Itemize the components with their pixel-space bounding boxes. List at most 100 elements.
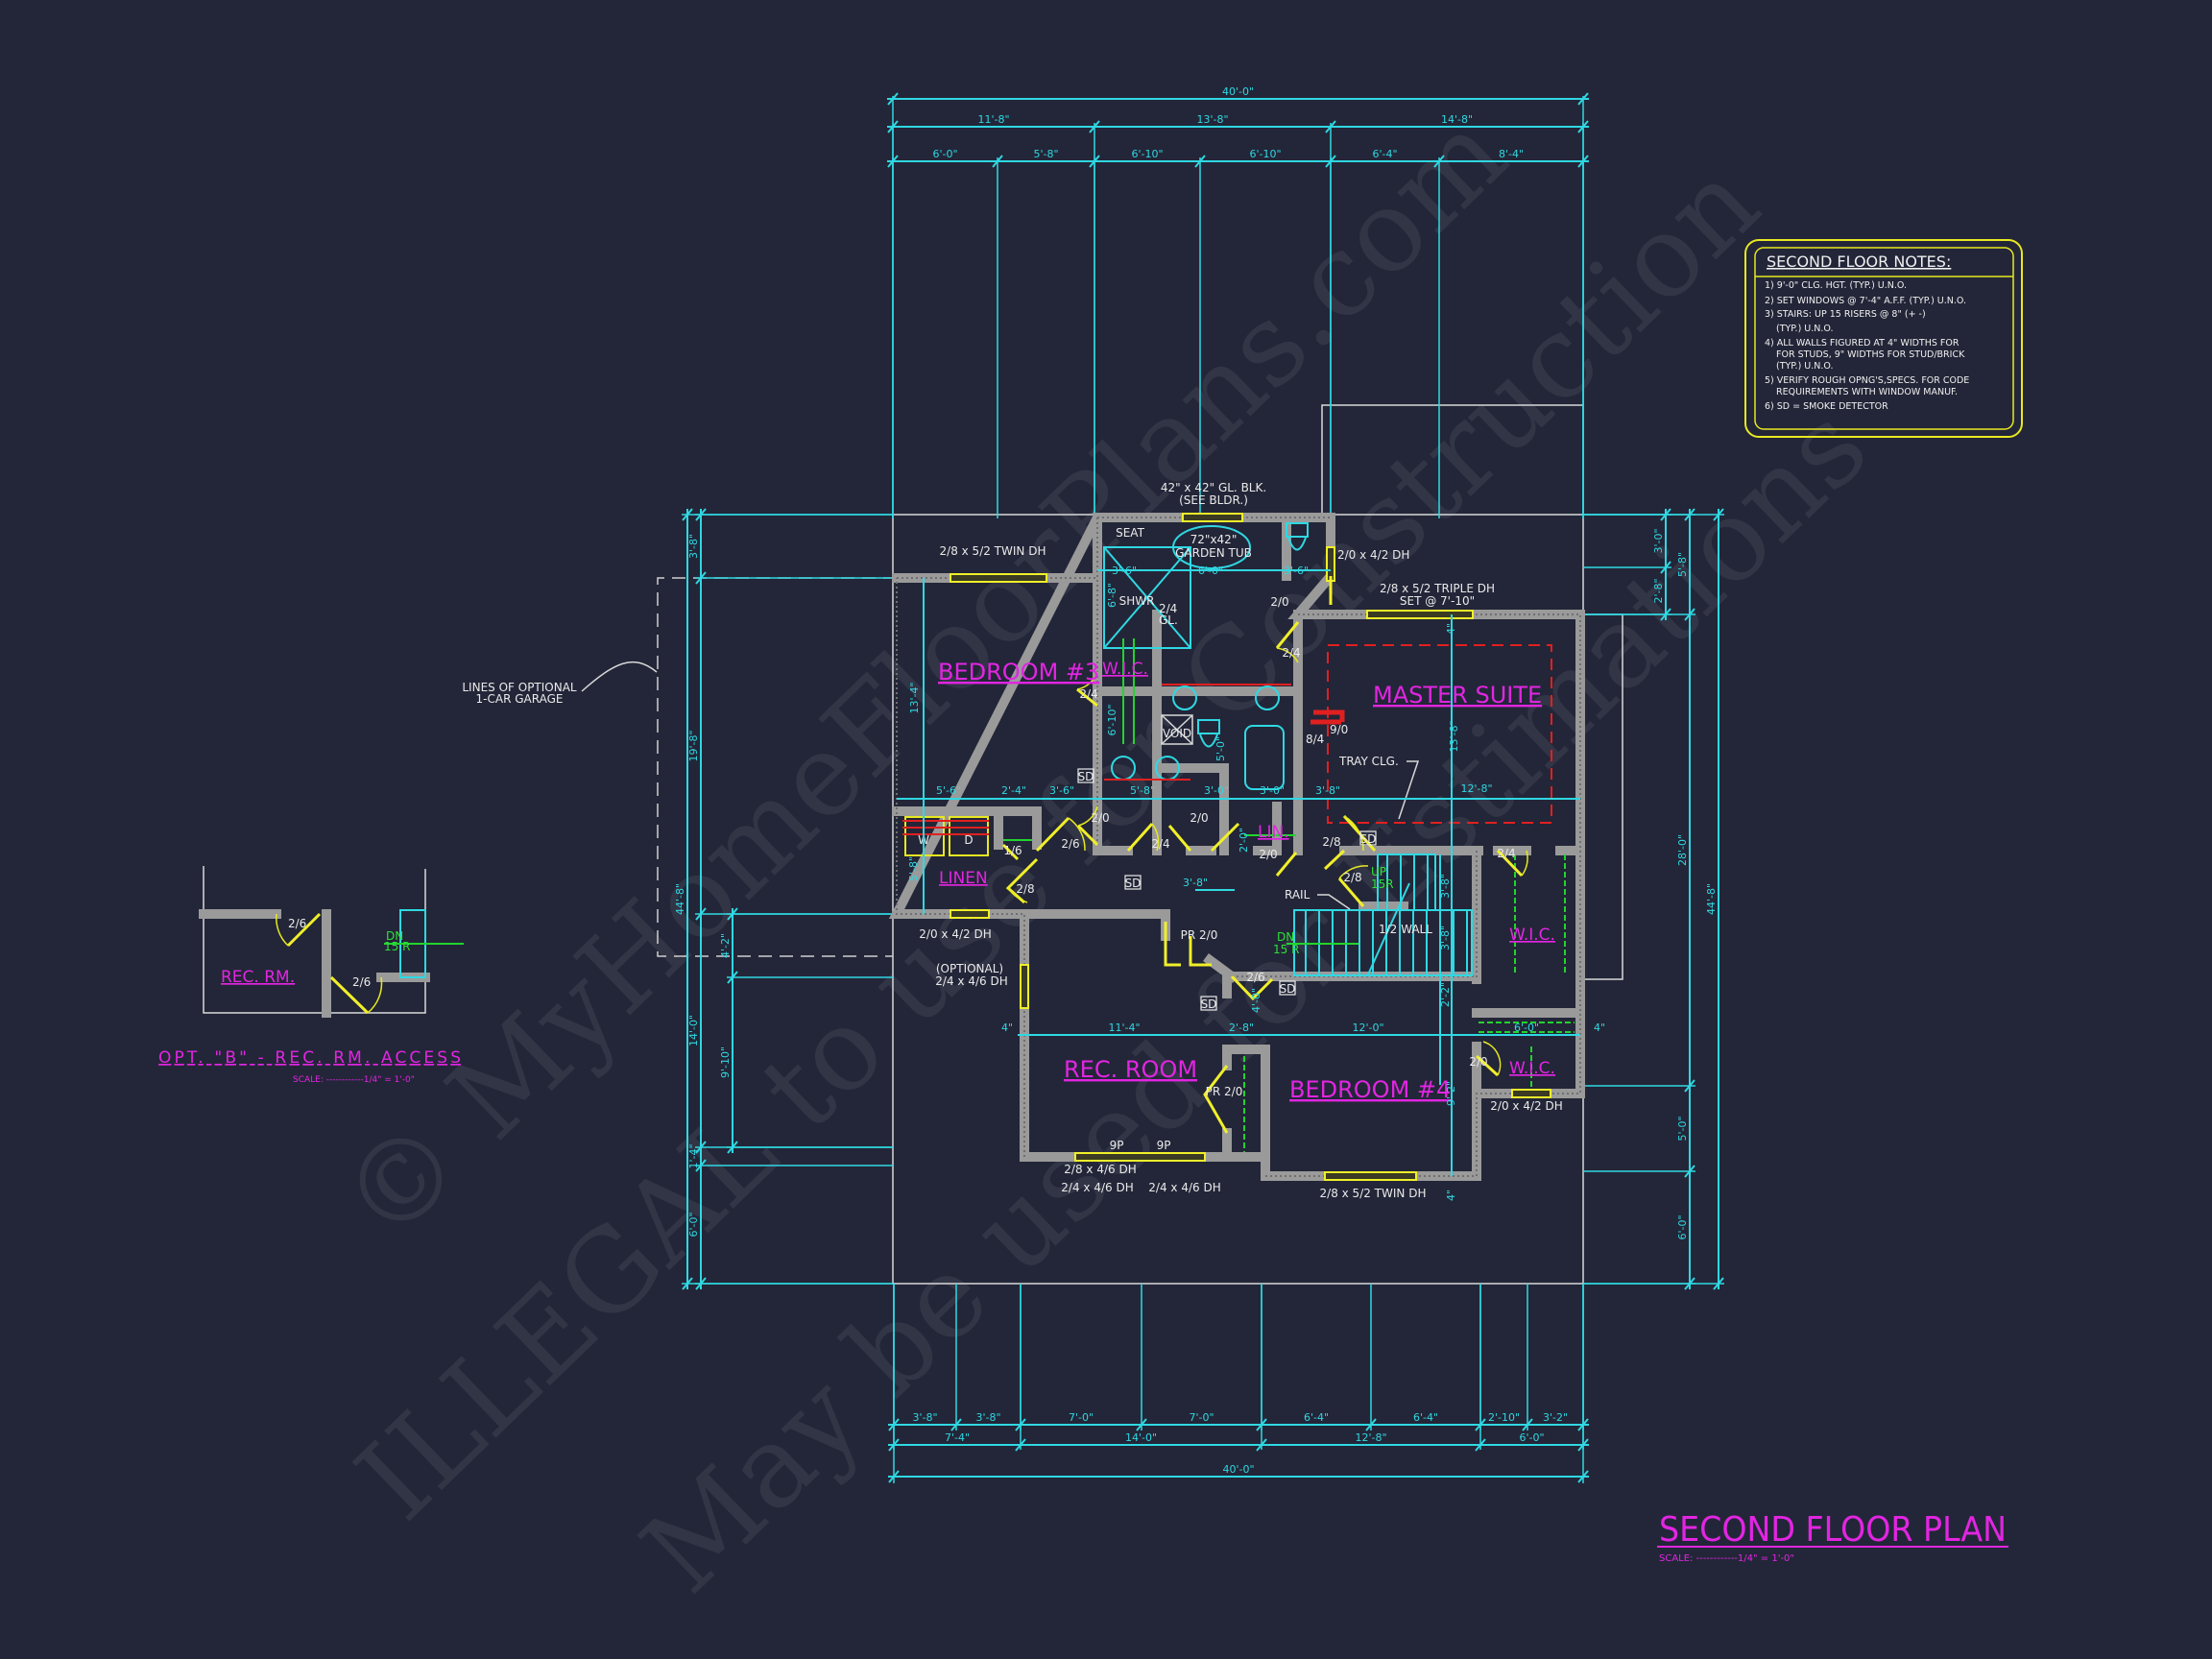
dimension-label: 7'-0" — [1069, 1411, 1094, 1424]
svg-text:2/6: 2/6 — [1246, 971, 1264, 984]
svg-text:SET @ 7'-10": SET @ 7'-10" — [1400, 594, 1475, 608]
svg-text:2/8: 2/8 — [1322, 835, 1340, 849]
svg-text:SD: SD — [1201, 998, 1217, 1011]
second-floor-notes: SECOND FLOOR NOTES: 1) 9'-0" CLG. HGT. (… — [1744, 239, 2023, 438]
plan-title: SECOND FLOOR PLAN — [1659, 1510, 2007, 1550]
svg-text:2/8: 2/8 — [1343, 871, 1361, 884]
dimension-label: 6'-10" — [1131, 148, 1163, 160]
dimension-label: 14'-8" — [1441, 113, 1473, 126]
dimension-label: 13'-8" — [1196, 113, 1228, 126]
dimension-label: 5'-8" — [1676, 552, 1689, 577]
dimension-label: 9'-10" — [719, 1046, 732, 1078]
window-hall[interactable] — [950, 909, 990, 919]
svg-text:DN: DN — [1277, 930, 1294, 944]
dimension-label: 14'-0" — [687, 1015, 700, 1046]
optional-garage-outline — [581, 577, 897, 957]
svg-text:4": 4" — [1594, 1022, 1605, 1034]
room-labels: BEDROOM #3 W.I.C. MASTER SUITE LINEN LIN… — [938, 659, 1555, 1103]
svg-text:3'-8": 3'-8" — [1439, 926, 1452, 950]
dimension-label: 6'-4" — [1304, 1411, 1329, 1424]
svg-text:13'-8": 13'-8" — [1448, 720, 1460, 752]
room-wic-3: W.I.C. — [1509, 1059, 1555, 1078]
room-master-suite: MASTER SUITE — [1373, 682, 1542, 709]
dimension-label: 28'-0" — [1676, 834, 1689, 866]
svg-text:3'-8": 3'-8" — [1315, 784, 1340, 797]
option-b-title: OPT. "B" - REC. RM. ACCESS — [158, 1048, 461, 1068]
svg-text:9P: 9P — [1157, 1139, 1171, 1152]
dimension-label: 3'-8" — [912, 1411, 937, 1424]
svg-text:12'-8": 12'-8" — [1460, 782, 1492, 795]
window-rec-room[interactable] — [1074, 1152, 1206, 1162]
svg-text:6'-0": 6'-0" — [1514, 1022, 1539, 1034]
svg-text:2/4 x 4/6 DH: 2/4 x 4/6 DH — [935, 974, 1007, 988]
smoke-detectors: SD SD SD SD SD — [1077, 768, 1377, 1011]
room-lin: LIN. — [1258, 823, 1289, 842]
plan-scale: SCALE: ------------1/4" = 1'-0" — [1659, 1553, 1794, 1564]
window-optional[interactable] — [1020, 964, 1029, 1009]
window-wic[interactable] — [1511, 1089, 1551, 1098]
dimension-label: 7'-4" — [945, 1431, 970, 1444]
svg-text:2'-4": 2'-4" — [1001, 784, 1026, 797]
svg-text:1-CAR GARAGE: 1-CAR GARAGE — [476, 692, 564, 706]
dimension-label: 6'-0" — [1676, 1214, 1689, 1239]
svg-text:42" x 42" GL. BLK.: 42" x 42" GL. BLK. — [1161, 481, 1266, 494]
svg-text:PR 2/0: PR 2/0 — [1206, 1085, 1243, 1098]
svg-text:2/6: 2/6 — [288, 917, 306, 930]
svg-text:12'-0": 12'-0" — [1352, 1022, 1383, 1034]
dimension-label: 40'-0" — [1222, 1463, 1254, 1476]
svg-text:2'-8": 2'-8" — [1229, 1022, 1254, 1034]
doors[interactable] — [1001, 576, 1528, 1134]
interior-dimensions: 5'-6" 2'-4" 3'-6" 5'-8" 3'-0" 3'-0" 3'-8… — [897, 565, 1605, 1201]
svg-text:2/4: 2/4 — [1151, 837, 1169, 851]
svg-text:2/0: 2/0 — [1270, 595, 1288, 609]
window-bedroom4[interactable] — [1324, 1171, 1417, 1181]
room-wic-1: W.I.C. — [1102, 660, 1148, 679]
svg-text:3'-6": 3'-6" — [1049, 784, 1074, 797]
window-wc[interactable] — [1326, 546, 1335, 582]
svg-text:2'-0": 2'-0" — [1238, 828, 1250, 853]
svg-text:6) SD = SMOKE DETECTOR: 6) SD = SMOKE DETECTOR — [1765, 401, 1888, 412]
option-b-room: REC. RM. — [221, 968, 295, 987]
svg-text:SEAT: SEAT — [1116, 526, 1144, 540]
dimension-label: 40'-0" — [1222, 85, 1254, 98]
svg-text:2/8: 2/8 — [1016, 882, 1034, 896]
svg-text:5) VERIFY ROUGH OPNG'S,SPECS.: 5) VERIFY ROUGH OPNG'S,SPECS. FOR CODE — [1765, 375, 1969, 386]
svg-text:13'-4": 13'-4" — [908, 682, 921, 713]
room-bedroom3: BEDROOM #3 — [938, 659, 1099, 685]
svg-text:TRAY CLG.: TRAY CLG. — [1338, 755, 1399, 768]
annotations: 42" x 42" GL. BLK. (SEE BLDR.) 2/8 x 5/2… — [918, 481, 1563, 1200]
dimension-label: 19'-8" — [687, 730, 700, 761]
dimension-label: 6'-10" — [1249, 148, 1281, 160]
plan-title-block: SECOND FLOOR PLAN SCALE: ------------1/4… — [1657, 1510, 2008, 1564]
svg-text:GARDEN TUB: GARDEN TUB — [1175, 546, 1252, 560]
windows[interactable] — [950, 513, 1551, 1181]
hall-bathtub — [1244, 725, 1285, 790]
svg-text:SD: SD — [1125, 877, 1142, 890]
dimension-label: 4'-2" — [719, 933, 732, 958]
svg-text:DN: DN — [386, 929, 403, 943]
svg-text:72"x42": 72"x42" — [1190, 533, 1238, 546]
dimension-label: 2'-8" — [1652, 578, 1665, 603]
svg-text:3) STAIRS: UP 15 RISERS @ 8" (: 3) STAIRS: UP 15 RISERS @ 8" (+ -) — [1765, 309, 1926, 320]
svg-text:2/0: 2/0 — [1469, 1055, 1487, 1069]
dimension-label: 6'-0" — [1519, 1431, 1544, 1444]
dimension-label: 12'-8" — [1355, 1431, 1386, 1444]
svg-text:2/0 x 4/2 DH: 2/0 x 4/2 DH — [1490, 1099, 1562, 1113]
svg-text:6'-10": 6'-10" — [1106, 704, 1118, 735]
window-glass-block[interactable] — [1182, 513, 1243, 522]
svg-text:(OPTIONAL): (OPTIONAL) — [936, 962, 1003, 975]
room-rec-room: REC. ROOM — [1064, 1056, 1197, 1083]
svg-text:2/4: 2/4 — [1079, 687, 1097, 701]
shower — [1103, 546, 1191, 649]
dimension-label: 3'-8" — [975, 1411, 1000, 1424]
svg-text:D: D — [964, 833, 973, 847]
svg-text:4'-0": 4'-0" — [1250, 988, 1262, 1013]
svg-text:2/0: 2/0 — [1091, 811, 1109, 825]
dimension-label: 8'-4" — [1499, 148, 1524, 160]
svg-text:3'-0": 3'-0" — [1260, 784, 1285, 797]
svg-text:1) 9'-0" CLG. HGT. (TYP.) U.N: 1) 9'-0" CLG. HGT. (TYP.) U.N.O. — [1765, 280, 1907, 291]
window-bedroom3[interactable] — [950, 573, 1047, 583]
svg-text:(SEE BLDR.): (SEE BLDR.) — [1179, 493, 1248, 507]
window-master-triple[interactable] — [1366, 610, 1474, 619]
